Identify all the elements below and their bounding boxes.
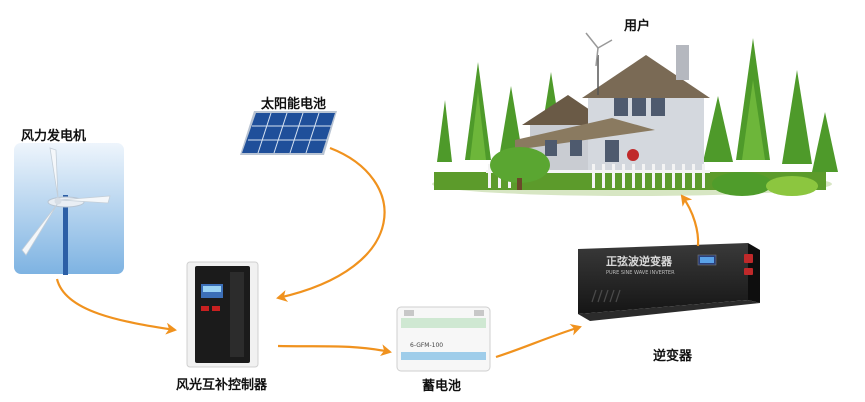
house-image <box>432 32 838 196</box>
flow-arrow-solar-to-controller <box>276 146 386 302</box>
battery-sticker-text: 6-GFM-100 <box>410 342 443 349</box>
flow-arrow-wind-to-controller <box>55 278 177 335</box>
wind-turbine-label: 风力发电机 <box>21 129 87 144</box>
battery-label: 蓄电池 <box>422 379 462 394</box>
controller-label: 风光互补控制器 <box>176 378 268 393</box>
inverter-sub-text: PURE SINE WAVE INVERTER <box>606 270 675 276</box>
flow-arrow-inverter-to-user <box>680 194 700 247</box>
solar-panel-label: 太阳能电池 <box>261 97 327 112</box>
flow-arrow-battery-to-inverter <box>495 323 582 359</box>
user-label: 用户 <box>624 19 651 34</box>
wind-turbine-image <box>14 143 124 275</box>
inverter-label: 逆变器 <box>653 349 693 364</box>
inverter-brand-text: 正弦波逆变器 <box>606 254 673 268</box>
controller-image <box>186 261 259 368</box>
solar-panel-image <box>240 111 337 155</box>
battery-image: 6-GFM-100 <box>396 306 491 372</box>
flow-arrow-controller-to-battery <box>277 344 392 357</box>
inverter-image: 正弦波逆变器 PURE SINE WAVE INVERTER <box>578 243 760 321</box>
